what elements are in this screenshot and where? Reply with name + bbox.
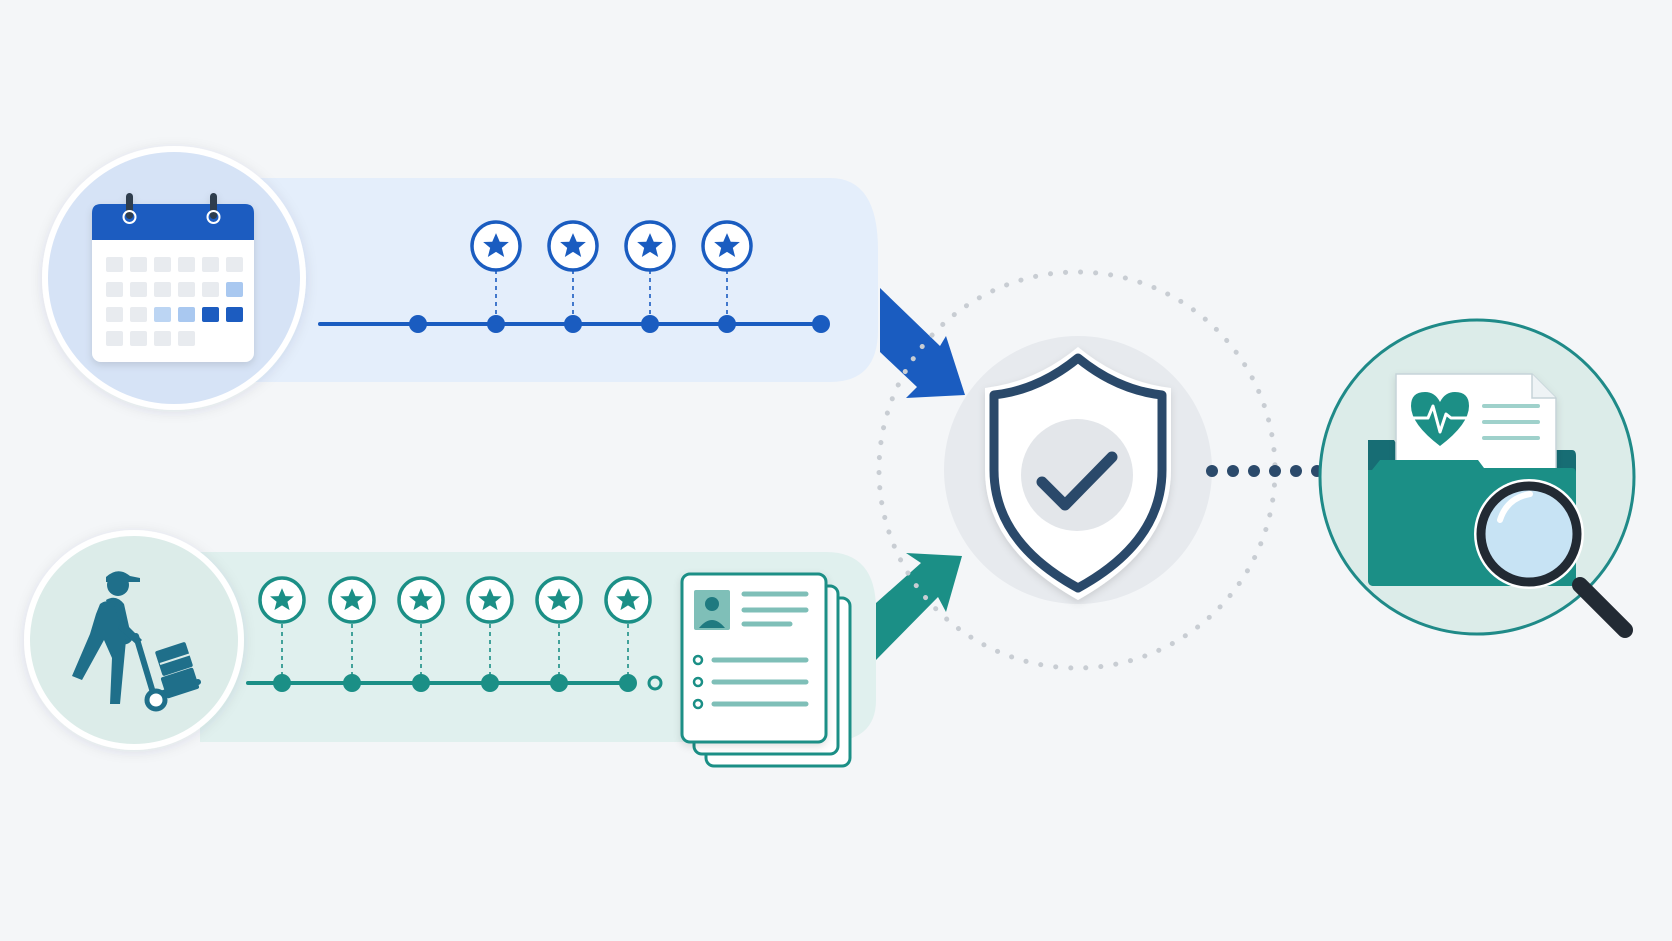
document-stack-icon [680,572,852,768]
timeline-node [412,674,430,692]
milestone-star-badge [328,576,376,624]
profile-card [694,590,730,630]
milestone-star-badge [604,576,652,624]
milestone-star-badge [258,576,306,624]
milestone-star-badge [397,576,445,624]
milestone-star-badge [624,220,676,272]
timeline-node [481,674,499,692]
check-icon [1036,451,1118,511]
timeline-node [641,315,659,333]
bottom-arrow [876,553,962,660]
shield-check-icon [985,347,1171,600]
timeline-node [718,315,736,333]
heart-icon [1411,392,1469,446]
calendar-grid [106,257,243,346]
milestone-star-badge [547,220,599,272]
timeline-node [343,674,361,692]
bottom-timeline [246,576,663,692]
timeline-node [564,315,582,333]
dotted-connector [1206,465,1323,477]
magnifier-icon [1474,479,1633,638]
calendar-rings [122,193,221,224]
milestone-star-badge [535,576,583,624]
milestone-star-badge [466,576,514,624]
timeline-node [409,315,427,333]
timeline-end-marker [647,675,663,691]
timeline-node [812,315,830,333]
top-timeline [318,220,830,333]
top-arrow [880,288,965,398]
timeline-node [487,315,505,333]
timeline-node [273,674,291,692]
calendar-icon [92,193,254,362]
timeline-node [619,674,637,692]
timeline-node [550,674,568,692]
milestone-star-badge [470,220,522,272]
top-band [250,178,878,382]
delivery-worker-icon [72,571,201,712]
medical-folder-search-icon [1368,373,1633,638]
milestone-star-badge [701,220,753,272]
